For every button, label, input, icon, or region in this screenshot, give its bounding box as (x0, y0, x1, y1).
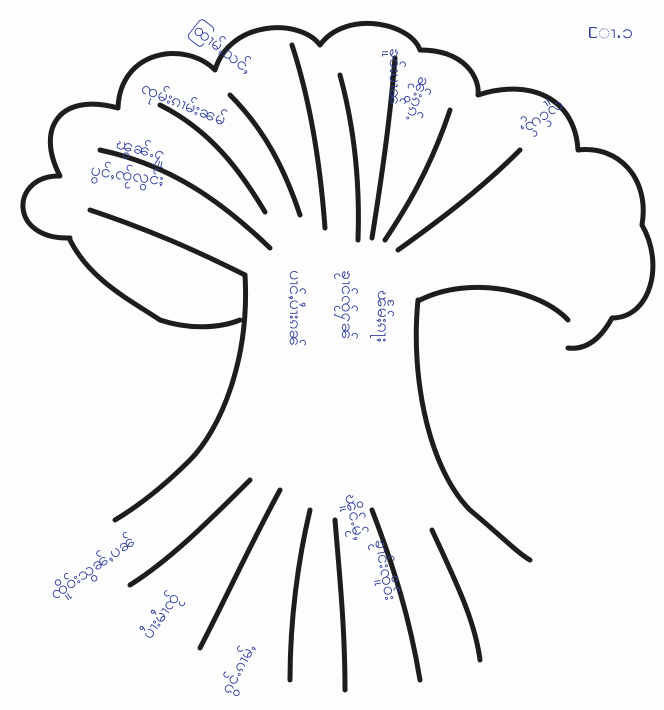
crown-label: ထြၢမ်ႇသင်ႇ (185, 17, 257, 81)
branch (340, 75, 358, 240)
root-label: ၵွင်ႉၵၢမ်ႇ (216, 639, 263, 698)
branch (398, 150, 520, 250)
crown-label: ၶူဝ်းပၢၼ် (382, 48, 406, 105)
trunk-left-edge (115, 275, 246, 520)
branch (90, 210, 245, 275)
root-label: ၽိူင်ႉမႂ်ႇ (337, 492, 370, 543)
root-label: ၸိူဝ်းသွၼ်ႇပၼ် (46, 530, 141, 607)
crown-lower-left (70, 240, 240, 327)
corner-label: ᥴၢ.၁ (588, 19, 633, 43)
crown-lower-right (420, 287, 568, 320)
crown-label: လူင်ယႂ်ႇ (515, 93, 569, 141)
branch (230, 95, 300, 215)
root (290, 510, 310, 680)
root (200, 490, 280, 648)
trunk-label: ၽႅမ်ႈၵႃႈ (370, 290, 394, 342)
root-label: ပၢႆးမၢႆၸႂ် (137, 588, 187, 645)
trunk-label: ပၢင်ႇပၢႆးၵၼ် (285, 270, 306, 347)
trunk-label: ၶႂၢင်ၸႂ်ႁၼ် (334, 270, 358, 340)
root (432, 530, 480, 660)
trunk-right-edge (416, 300, 530, 560)
root (335, 520, 345, 690)
crown-label: ၸုမ်းၵၢမ်းၼမ် (137, 77, 229, 133)
root-label: ၶႂၢင်းၸိူဝ်း (367, 537, 401, 602)
